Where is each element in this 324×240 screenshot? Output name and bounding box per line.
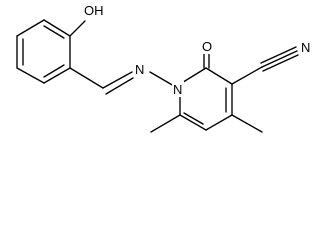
bond	[69, 67, 104, 89]
triple-bond-line	[262, 54, 299, 72]
double-bond-line	[43, 64, 65, 78]
bond	[205, 114, 233, 131]
hydroxyl-label: OH	[84, 3, 104, 18]
pyridinone-ring	[179, 67, 233, 131]
chemical-structure-diagram: OH N N O N	[16, 2, 312, 133]
ring-nitrogen-label: N	[173, 82, 182, 97]
bond	[69, 20, 86, 37]
bond	[231, 66, 263, 85]
double-bond-line	[183, 112, 204, 125]
bond	[149, 71, 175, 87]
carbonyl-oxygen-label: O	[202, 39, 212, 54]
bond	[16, 67, 45, 84]
nitrile-group	[231, 46, 299, 85]
phenol-ring	[16, 19, 71, 84]
bond	[179, 114, 207, 131]
triple-bond-line	[260, 46, 297, 64]
methyl-bond	[231, 114, 263, 133]
atom-labels: OH N N O N	[83, 2, 312, 97]
double-bond-line	[105, 77, 134, 95]
bond	[43, 67, 71, 84]
methyl-bond	[150, 114, 181, 133]
nitrile-nitrogen-label: N	[301, 40, 310, 55]
imine-linker	[69, 67, 175, 95]
double-bond-line	[43, 25, 65, 39]
bond	[43, 19, 71, 37]
bond	[16, 19, 45, 37]
bond	[102, 71, 133, 89]
imine-nitrogen-label: N	[135, 62, 144, 77]
bond	[205, 67, 233, 85]
bond	[179, 67, 207, 85]
bond	[261, 50, 298, 68]
